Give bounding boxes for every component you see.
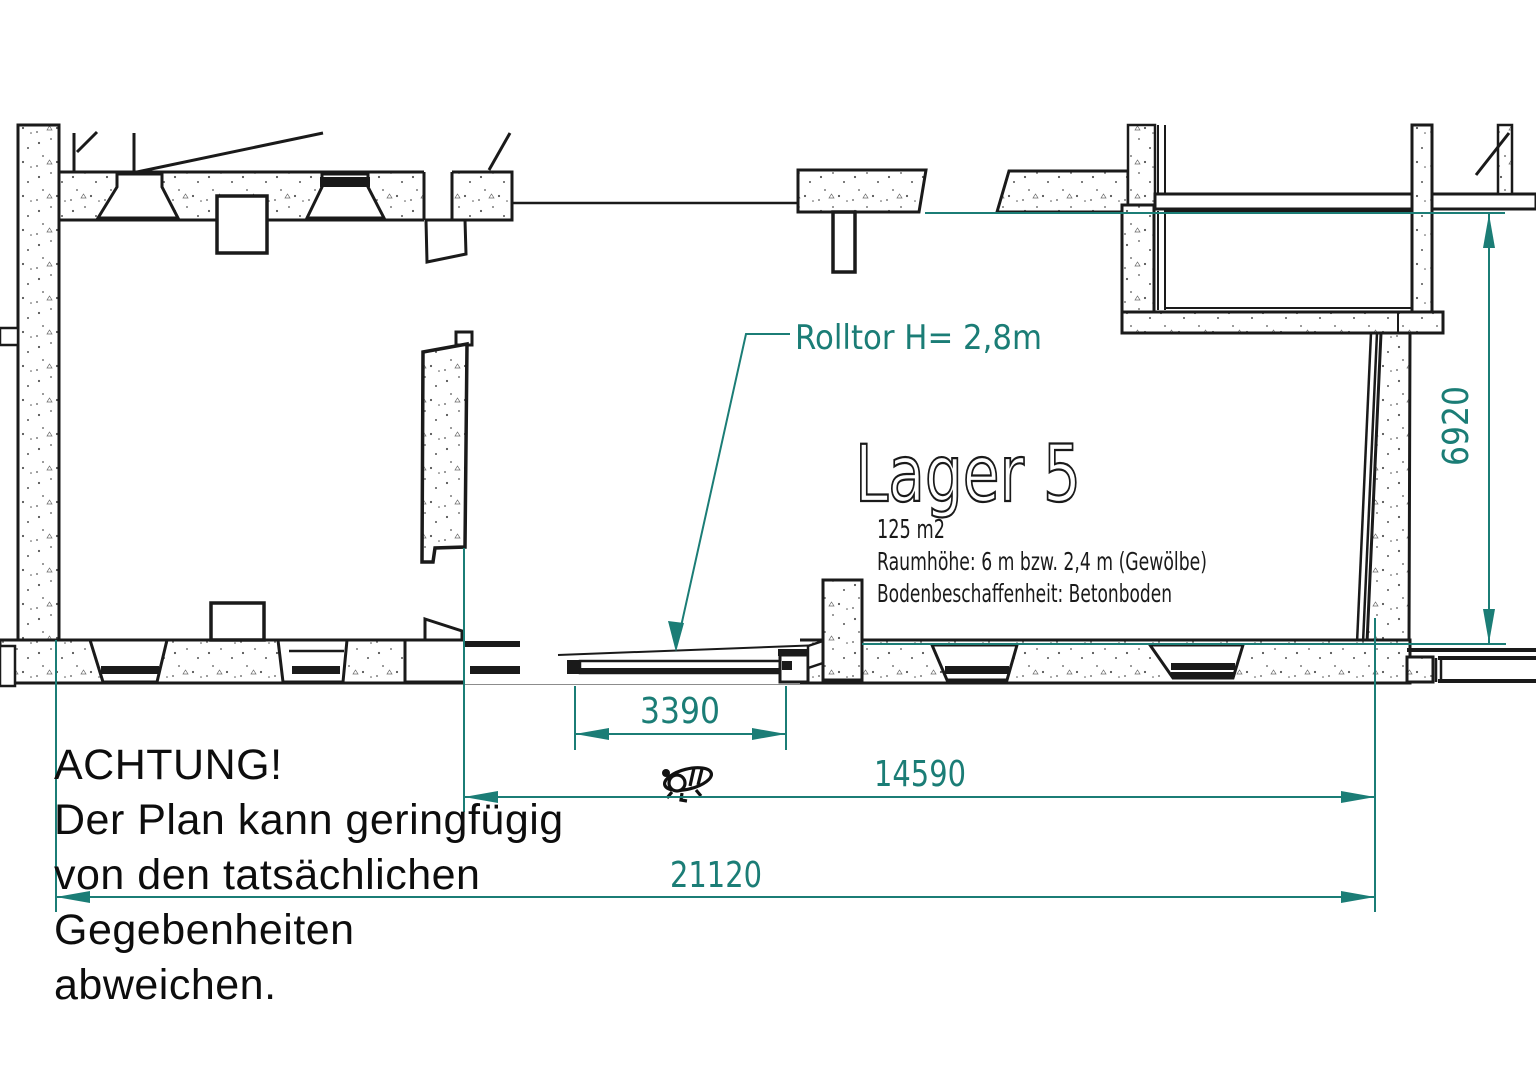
dim-21120-label: 21120 — [670, 855, 762, 896]
dimension-14590 — [463, 548, 1376, 912]
dim-3390-label: 3390 — [640, 691, 720, 732]
room-floor-note: Bodenbeschaffenheit: Betonboden — [877, 579, 1172, 608]
room-name-label: Lager 5 — [855, 430, 1081, 520]
warning-annotation: ACHTUNG! Der Plan kann geringfügig von d… — [54, 738, 564, 1013]
dividing-wall — [1355, 331, 1412, 645]
warning-line: Der Plan kann geringfügig — [54, 796, 564, 844]
dim-14590-label: 14590 — [874, 754, 966, 795]
room-area-label: 125 m2 — [877, 515, 945, 545]
lower-right-extension — [0, 644, 1536, 688]
gate-leader — [668, 333, 790, 652]
room-height-note: Raumhöhe: 6 m bzw. 2,4 m (Gewölbe) — [877, 547, 1207, 576]
roll-gate — [465, 636, 823, 684]
gate-label: Rolltor H= 2,8m — [795, 318, 1042, 358]
dimension-6920 — [862, 212, 1506, 645]
dimensions — [55, 212, 1506, 912]
upper-right-room — [1120, 123, 1536, 335]
fly-doodle — [662, 766, 714, 803]
top-wall — [57, 170, 514, 264]
dim-6920-label: 6920 — [1436, 386, 1477, 466]
ceiling-piers — [796, 168, 1130, 274]
dimension-21120 — [55, 640, 1375, 912]
roof-slope-lines — [72, 130, 798, 205]
warning-line: ACHTUNG! — [54, 741, 283, 789]
interior-panel — [420, 330, 474, 564]
dimension-3390 — [574, 686, 787, 750]
gate-side-pillar — [806, 578, 864, 682]
left-wall — [0, 123, 61, 642]
warning-line: abweichen. — [54, 961, 277, 1009]
warning-line: von den tatsächlichen — [54, 851, 481, 899]
warning-line: Gegebenheiten — [54, 906, 355, 954]
